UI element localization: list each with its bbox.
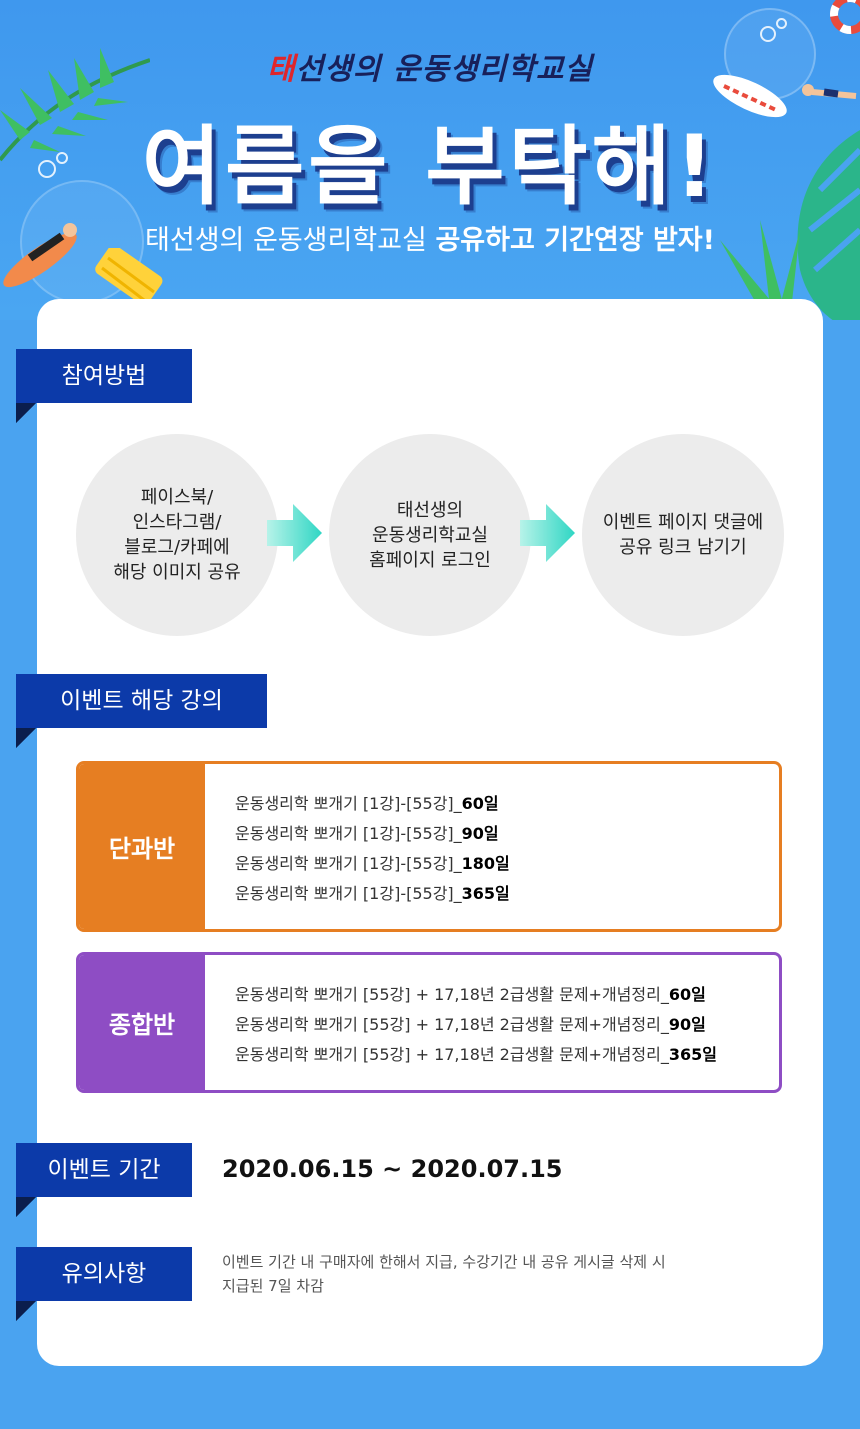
brand-title-accent: 태 [266, 52, 296, 87]
notice-line: 지급된 7일 차감 [222, 1277, 324, 1295]
bubble-decoration [38, 160, 56, 178]
hero-banner: 태선생의 운동생리학교실 여름을 부탁해! 태선생의 운동생리학교실 공유하고 … [0, 0, 860, 320]
event-period: 2020.06.15 ~ 2020.07.15 [222, 1155, 563, 1183]
brand-title: 태선생의 운동생리학교실 [0, 44, 860, 88]
step-circle-2: 태선생의 운동생리학교실 홈페이지 로그인 [329, 434, 531, 636]
headline: 여름을 부탁해! [142, 117, 718, 217]
course-item: 운동생리학 뽀개기 [1강]-[55강]_365일 [235, 884, 510, 903]
section-tag-notice: 유의사항 [16, 1247, 192, 1301]
course-item: 운동생리학 뽀개기 [55강] + 17,18년 2급생활 문제+개념정리_36… [235, 1045, 717, 1064]
course-label-single: 단과반 [79, 764, 205, 929]
monstera-leaf-icon [797, 130, 860, 320]
step-text: 이벤트 페이지 댓글에 공유 링크 남기기 [602, 512, 764, 558]
notice-line: 이벤트 기간 내 구매자에 한해서 지급, 수강기간 내 공유 게시글 삭제 시 [222, 1253, 666, 1271]
tag-fold [16, 1301, 36, 1321]
tag-fold [16, 403, 36, 423]
section-tag-how: 참여방법 [16, 349, 192, 403]
course-label-combo: 종합반 [79, 955, 205, 1090]
course-item: 운동생리학 뽀개기 [1강]-[55강]_180일 [235, 854, 510, 873]
course-box-combo: 종합반 운동생리학 뽀개기 [55강] + 17,18년 2급생활 문제+개념정… [76, 952, 782, 1093]
palm-leaf-icon [720, 220, 800, 310]
swimmer-icon [802, 84, 857, 99]
section-tag-courses: 이벤트 해당 강의 [16, 674, 267, 728]
subheadline-bold: 공유하고 기간연장 받자! [435, 225, 715, 256]
course-item: 운동생리학 뽀개기 [55강] + 17,18년 2급생활 문제+개념정리_90… [235, 1015, 706, 1034]
section-tag-period: 이벤트 기간 [16, 1143, 192, 1197]
bubble-decoration [56, 152, 68, 164]
float-mat-icon [95, 248, 163, 305]
brand-title-rest: 선생의 운동생리학교실 [295, 52, 594, 87]
course-item: 운동생리학 뽀개기 [1강]-[55강]_60일 [235, 794, 499, 813]
course-item: 운동생리학 뽀개기 [1강]-[55강]_90일 [235, 824, 499, 843]
subheadline-normal: 태선생의 운동생리학교실 [145, 225, 436, 256]
course-item: 운동생리학 뽀개기 [55강] + 17,18년 2급생활 문제+개념정리_60… [235, 985, 706, 1004]
arrow-right-icon [267, 504, 322, 562]
notice-text: 이벤트 기간 내 구매자에 한해서 지급, 수강기간 내 공유 게시글 삭제 시… [222, 1250, 666, 1298]
step-text: 페이스북/ 인스타그램/ 블로그/카페에 해당 이미지 공유 [113, 487, 241, 583]
tag-fold [16, 1197, 36, 1217]
course-list: 운동생리학 뽀개기 [1강]-[55강]_60일 운동생리학 뽀개기 [1강]-… [235, 789, 510, 909]
arrow-right-icon [520, 504, 575, 562]
course-box-single: 단과반 운동생리학 뽀개기 [1강]-[55강]_60일 운동생리학 뽀개기 [… [76, 761, 782, 932]
life-ring-icon [830, 0, 860, 34]
step-text: 태선생의 운동생리학교실 홈페이지 로그인 [369, 499, 491, 571]
step-circle-1: 페이스북/ 인스타그램/ 블로그/카페에 해당 이미지 공유 [76, 434, 278, 636]
surfer-icon [3, 223, 77, 288]
surfboard-icon [713, 74, 787, 118]
subheadline: 태선생의 운동생리학교실 공유하고 기간연장 받자! [0, 218, 860, 257]
step-circle-3: 이벤트 페이지 댓글에 공유 링크 남기기 [582, 434, 784, 636]
course-list: 운동생리학 뽀개기 [55강] + 17,18년 2급생활 문제+개념정리_60… [235, 980, 717, 1070]
palm-leaf-icon [0, 48, 150, 162]
tag-fold [16, 728, 36, 748]
